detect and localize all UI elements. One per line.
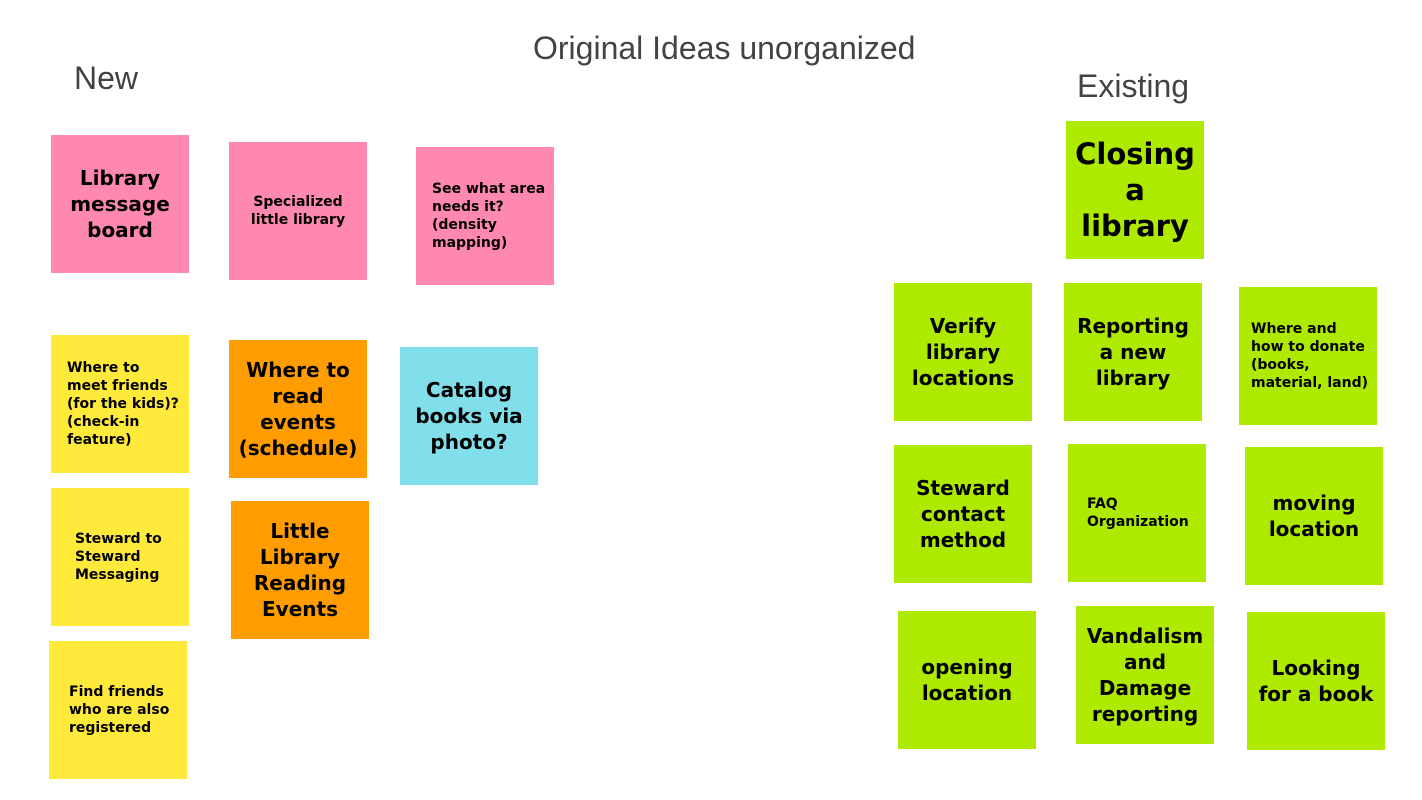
sticky-note-steward-contact[interactable]: Steward contact method xyxy=(894,445,1032,583)
sticky-note-vandalism-reporting[interactable]: Vandalism and Damage reporting xyxy=(1076,606,1214,744)
sticky-note-opening-location[interactable]: opening location xyxy=(898,611,1036,749)
sticky-note-moving-location[interactable]: moving location xyxy=(1245,447,1383,585)
sticky-note-text: See what area needs it? (density mapping… xyxy=(432,181,546,251)
sticky-note-closing-library[interactable]: Closing a library xyxy=(1066,121,1204,259)
sticky-note-text: FAQ Organization xyxy=(1087,496,1189,530)
sticky-note-text: Where and how to donate (books, material… xyxy=(1251,321,1368,391)
sticky-note-reading-events[interactable]: Little Library Reading Events xyxy=(231,501,369,639)
sticky-note-text: Closing a library xyxy=(1075,137,1195,243)
sticky-note-text: Library message board xyxy=(70,166,170,242)
sticky-note-text: Where to meet friends (for the kids)? (c… xyxy=(67,360,179,448)
sticky-note-text: Reporting a new library xyxy=(1077,314,1189,390)
sticky-note-text: Verify library locations xyxy=(911,314,1015,390)
sticky-note-read-events-schedule[interactable]: Where to read events (schedule) xyxy=(229,340,367,478)
sticky-note-text: Looking for a book xyxy=(1258,656,1374,706)
sticky-note-text: Where to read events (schedule) xyxy=(238,358,358,460)
sticky-note-catalog-books[interactable]: Catalog books via photo? xyxy=(400,347,538,485)
sticky-note-library-message-board[interactable]: Library message board xyxy=(51,135,189,273)
column-heading-existing: Existing xyxy=(1077,68,1190,104)
sticky-note-text: Steward to Steward Messaging xyxy=(75,531,162,583)
sticky-note-text: moving location xyxy=(1268,491,1360,541)
sticky-note-text: Steward contact method xyxy=(916,476,1010,552)
sticky-note-donate[interactable]: Where and how to donate (books, material… xyxy=(1239,287,1377,425)
sticky-note-meet-friends[interactable]: Where to meet friends (for the kids)? (c… xyxy=(51,335,189,473)
sticky-note-steward-messaging[interactable]: Steward to Steward Messaging xyxy=(51,488,189,626)
sticky-note-find-friends[interactable]: Find friends who are also registered xyxy=(49,641,187,779)
sticky-note-text: Find friends who are also registered xyxy=(69,684,170,736)
sticky-note-text: Catalog books via photo? xyxy=(415,378,523,454)
sticky-note-density-mapping[interactable]: See what area needs it? (density mapping… xyxy=(416,147,554,285)
sticky-note-specialized-little-library[interactable]: Specialized little library xyxy=(229,142,367,280)
sticky-note-text: opening location xyxy=(921,655,1013,705)
sticky-note-text: Specialized little library xyxy=(250,194,346,228)
sticky-note-faq-organization[interactable]: FAQ Organization xyxy=(1068,444,1206,582)
sticky-note-text: Little Library Reading Events xyxy=(253,519,347,621)
sticky-note-verify-locations[interactable]: Verify library locations xyxy=(894,283,1032,421)
page-title: Original Ideas unorganized xyxy=(533,30,916,66)
sticky-note-looking-for-book[interactable]: Looking for a book xyxy=(1247,612,1385,750)
sticky-note-reporting-new-library[interactable]: Reporting a new library xyxy=(1064,283,1202,421)
sticky-note-text: Vandalism and Damage reporting xyxy=(1086,624,1204,726)
column-heading-new: New xyxy=(74,60,139,96)
